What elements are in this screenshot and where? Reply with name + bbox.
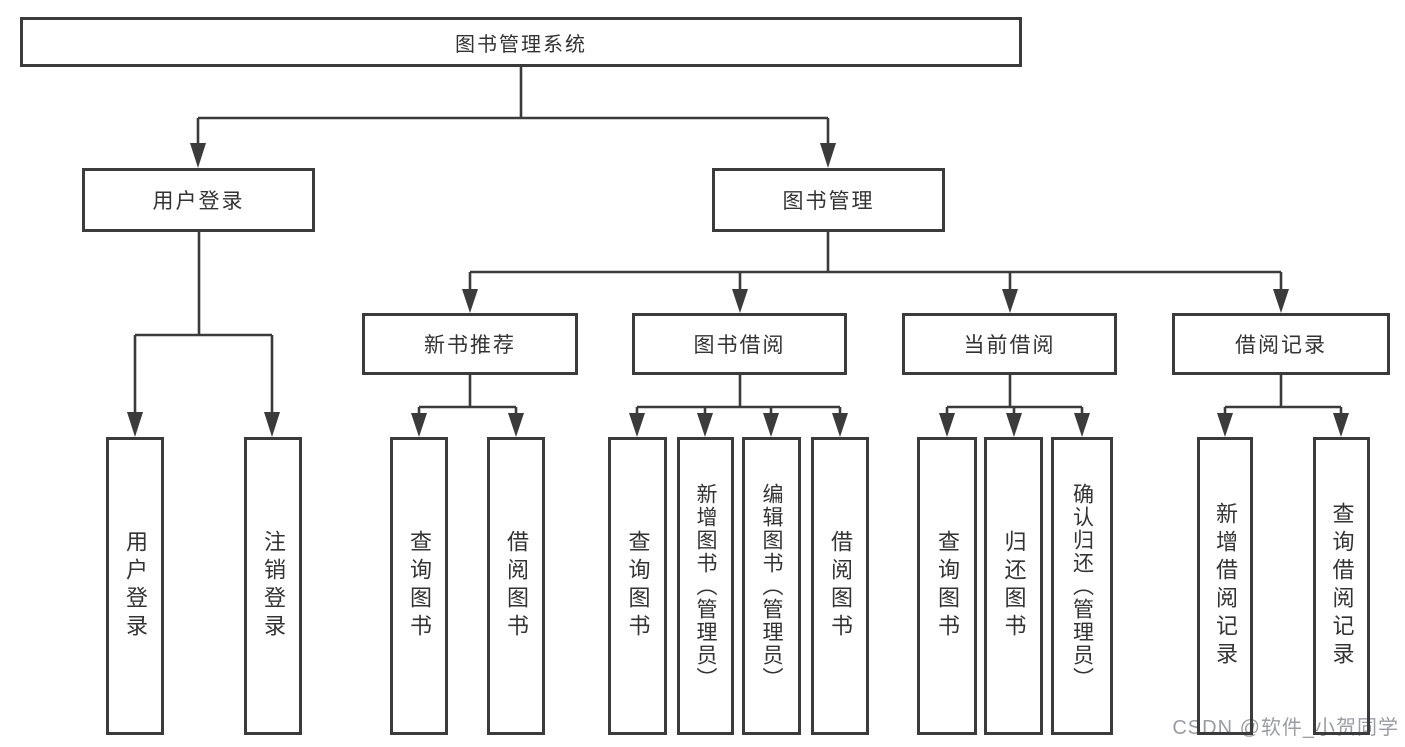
leaf-query-borrow-record-label: 查询借阅记录	[1329, 502, 1355, 670]
leaf-edit-book-admin-label: 编辑图书（管理员）	[760, 482, 783, 690]
leaf-confirm-return-admin-label: 确认归还（管理员）	[1070, 482, 1094, 690]
node-current-borrow: 当前借阅	[902, 313, 1117, 375]
leaf-borrow-books-recommend: 借阅图书	[487, 437, 545, 735]
leaf-add-borrow-record-label: 新增借阅记录	[1213, 502, 1238, 670]
leaf-borrow-books-borrow: 借阅图书	[811, 437, 869, 735]
node-new-book-recommend: 新书推荐	[362, 313, 578, 375]
node-book-management-label: 图书管理	[782, 190, 875, 213]
leaf-query-books-current-label: 查询图书	[935, 530, 960, 642]
leaf-confirm-return-admin: 确认归还（管理员）	[1051, 437, 1113, 735]
node-user-login-label: 用户登录	[152, 190, 245, 213]
node-book-borrow-label: 图书借阅	[693, 334, 786, 357]
leaf-add-borrow-record: 新增借阅记录	[1197, 437, 1253, 735]
leaf-add-book-admin-label: 新增图书（管理员）	[694, 482, 717, 690]
leaf-logout: 注销登录	[244, 437, 302, 735]
leaf-user-login-label: 用户登录	[123, 530, 148, 642]
leaf-query-books-recommend: 查询图书	[390, 437, 448, 735]
leaf-borrow-books-recommend-label: 借阅图书	[504, 530, 529, 642]
node-user-login: 用户登录	[82, 168, 315, 232]
leaf-user-login: 用户登录	[106, 437, 164, 735]
leaf-return-books: 归还图书	[984, 437, 1043, 735]
node-book-borrow: 图书借阅	[632, 313, 847, 375]
leaf-add-book-admin: 新增图书（管理员）	[677, 437, 734, 735]
leaf-query-books-borrow-label: 查询图书	[625, 530, 651, 642]
leaf-query-books-current: 查询图书	[917, 437, 977, 735]
node-current-borrow-label: 当前借阅	[963, 334, 1056, 357]
leaf-edit-book-admin: 编辑图书（管理员）	[742, 437, 801, 735]
node-new-book-recommend-label: 新书推荐	[424, 334, 516, 357]
leaf-query-borrow-record: 查询借阅记录	[1313, 437, 1370, 735]
arrowheads	[127, 143, 1349, 437]
node-book-management: 图书管理	[712, 168, 945, 232]
leaf-query-books-borrow: 查询图书	[608, 437, 667, 735]
node-root-system: 图书管理系统	[20, 17, 1022, 67]
leaf-query-books-recommend-label: 查询图书	[407, 530, 432, 642]
csdn-watermark: CSDN @软件_小贺同学	[1172, 717, 1399, 739]
leaf-return-books-label: 归还图书	[1001, 530, 1027, 642]
leaf-borrow-books-borrow-label: 借阅图书	[828, 530, 853, 642]
node-borrow-records-label: 借阅记录	[1235, 334, 1327, 357]
leaf-logout-label: 注销登录	[261, 530, 286, 642]
node-borrow-records: 借阅记录	[1172, 313, 1390, 375]
node-root-label: 图书管理系统	[455, 33, 587, 56]
